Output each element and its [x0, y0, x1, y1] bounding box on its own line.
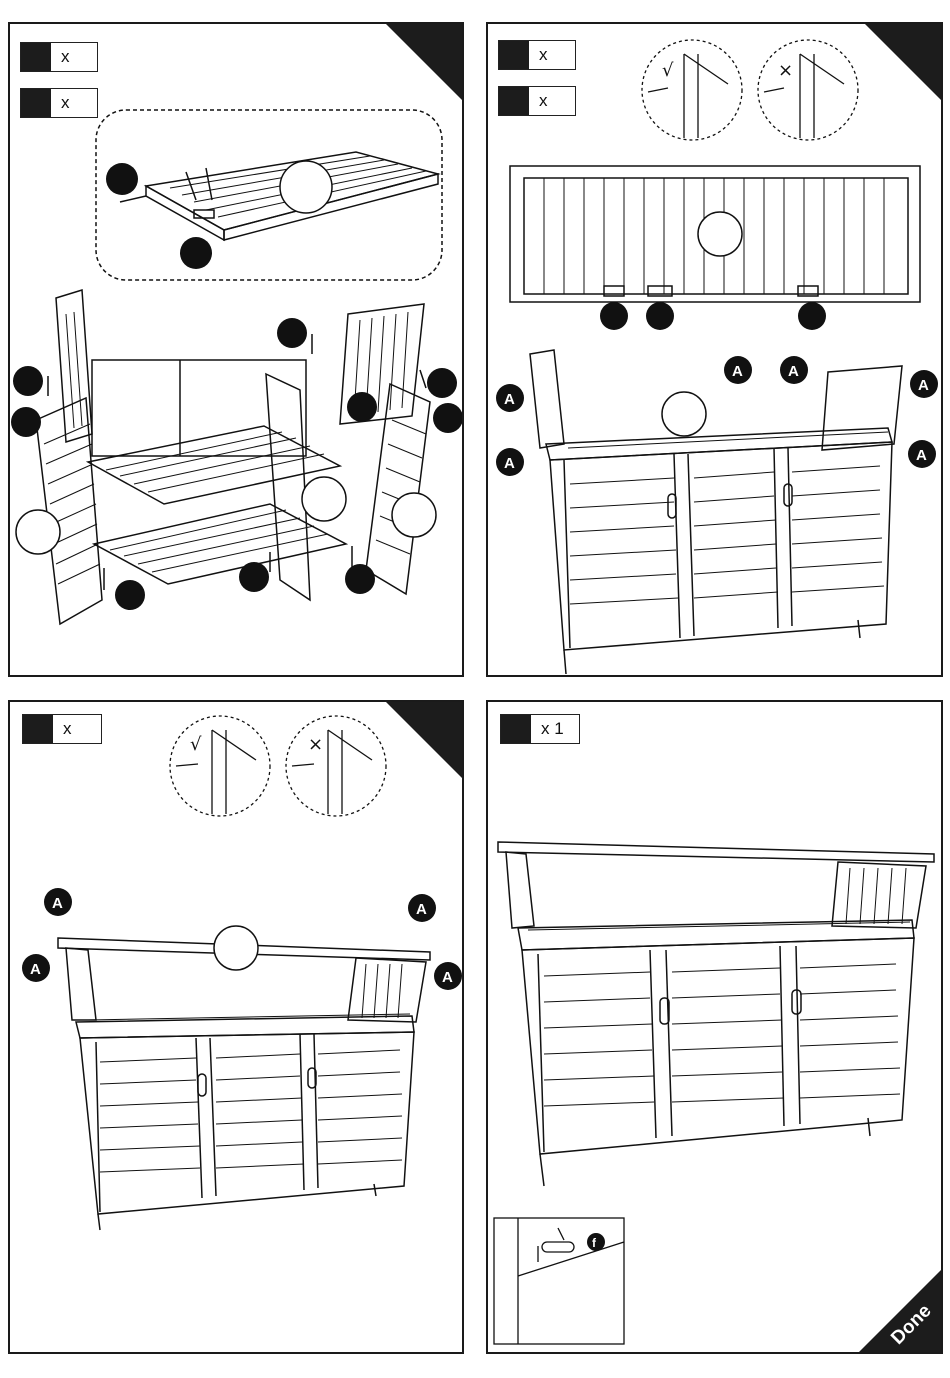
part-marker: [180, 237, 212, 269]
quantity-bubble: [698, 212, 742, 256]
fastener-marker: A: [44, 888, 72, 916]
svg-text:A: A: [504, 455, 515, 472]
step-panel-2: x x √ ×: [486, 22, 943, 677]
svg-text:A: A: [732, 363, 743, 380]
step-4-illustration: f: [488, 702, 943, 1354]
cabinet-assembly: [58, 938, 430, 1230]
cabinet-assembly: [530, 350, 902, 674]
wrong-mark: ×: [778, 60, 793, 81]
quantity-bubble: [662, 392, 706, 436]
step-1-illustration: [10, 24, 464, 677]
correct-mark: √: [190, 734, 202, 755]
svg-text:A: A: [52, 895, 63, 912]
fastener-marker: A: [496, 448, 524, 476]
step-2-illustration: √ ×: [488, 24, 943, 677]
svg-text:A: A: [416, 901, 427, 918]
fastener-marker: A: [434, 962, 462, 990]
detail-callout: [96, 110, 442, 280]
quantity-bubble: [280, 161, 332, 213]
fastener-marker: A: [910, 370, 938, 398]
fastener-marker: A: [724, 356, 752, 384]
finished-cabinet: [498, 842, 934, 1186]
wrong-mark: ×: [308, 734, 323, 755]
correct-mark: √: [662, 60, 674, 81]
step-panel-4: x 1: [486, 700, 943, 1354]
step-3-illustration: √ ×: [10, 702, 464, 1354]
quantity-bubble: [214, 926, 258, 970]
fastener-marker: A: [496, 384, 524, 412]
step-panel-1: x x: [8, 22, 464, 677]
svg-text:A: A: [788, 363, 799, 380]
wrong-inset: [286, 716, 386, 816]
svg-text:A: A: [442, 969, 453, 986]
svg-text:A: A: [918, 377, 929, 394]
wall-anchor-inset: [494, 1218, 624, 1344]
svg-text:A: A: [504, 391, 515, 408]
part-marker: [106, 163, 138, 195]
fastener-marker: A: [408, 894, 436, 922]
fastener-marker: A: [22, 954, 50, 982]
svg-text:A: A: [30, 961, 41, 978]
fastener-marker: A: [780, 356, 808, 384]
step-panel-3: x √ ×: [8, 700, 464, 1354]
fastener-marker: A: [908, 440, 936, 468]
hardware-marker: f: [587, 1233, 605, 1251]
svg-text:A: A: [916, 447, 927, 464]
correct-inset: [170, 716, 270, 816]
